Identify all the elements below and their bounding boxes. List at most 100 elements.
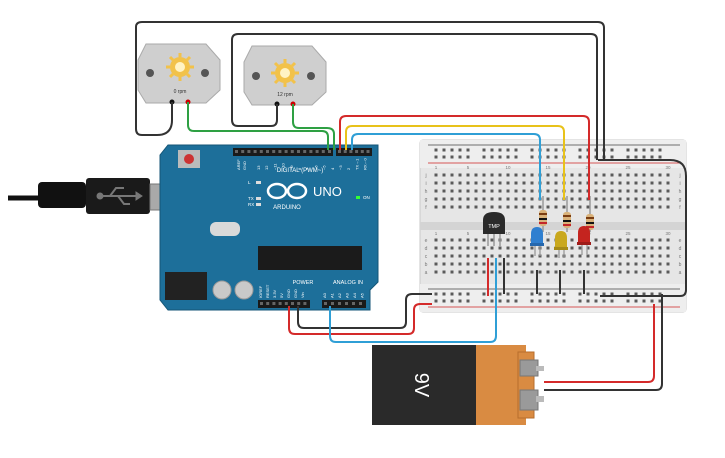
breadboard-hole[interactable] [642, 254, 646, 258]
breadboard-hole[interactable] [570, 181, 574, 185]
breadboard-hole[interactable] [514, 238, 518, 242]
breadboard-hole[interactable] [466, 254, 470, 258]
breadboard-hole[interactable] [650, 246, 654, 250]
rail-hole[interactable] [482, 155, 486, 159]
header-pin[interactable] [345, 302, 348, 305]
rail-hole[interactable] [442, 148, 446, 152]
breadboard-hole[interactable] [474, 262, 478, 266]
rail-hole[interactable] [466, 155, 470, 159]
breadboard-hole[interactable] [466, 197, 470, 201]
breadboard-hole[interactable] [578, 205, 582, 209]
header-pin[interactable] [272, 302, 276, 305]
breadboard-hole[interactable] [554, 254, 558, 258]
breadboard-hole[interactable] [458, 173, 462, 177]
rail-hole[interactable] [530, 148, 534, 152]
led-yellow[interactable] [554, 231, 568, 258]
breadboard-hole[interactable] [666, 181, 670, 185]
breadboard-hole[interactable] [578, 254, 582, 258]
rail-hole[interactable] [506, 292, 510, 296]
header-pin[interactable] [328, 150, 331, 153]
rail-hole[interactable] [546, 299, 550, 303]
header-pin[interactable] [266, 302, 270, 305]
breadboard-hole[interactable] [554, 189, 558, 193]
breadboard-hole[interactable] [506, 173, 510, 177]
header-pin[interactable] [297, 302, 301, 305]
rail-hole[interactable] [602, 299, 606, 303]
header-pin[interactable] [343, 150, 347, 153]
breadboard-hole[interactable] [594, 238, 598, 242]
breadboard-hole[interactable] [610, 205, 614, 209]
dc-motor-1[interactable]: 0 rpm [137, 43, 221, 105]
rail-hole[interactable] [538, 299, 542, 303]
breadboard-hole[interactable] [626, 205, 630, 209]
rail-hole[interactable] [434, 155, 438, 159]
rail-hole[interactable] [490, 292, 494, 296]
breadboard-hole[interactable] [506, 270, 510, 274]
breadboard-hole[interactable] [450, 189, 454, 193]
breadboard-hole[interactable] [570, 238, 574, 242]
breadboard-hole[interactable] [442, 238, 446, 242]
rail-hole[interactable] [458, 299, 462, 303]
rail-hole[interactable] [506, 148, 510, 152]
breadboard-hole[interactable] [618, 238, 622, 242]
rail-hole[interactable] [610, 155, 614, 159]
breadboard-hole[interactable] [570, 246, 574, 250]
arduino-uno-board[interactable]: ARDUINO UNO DIGITAL (PWM~) POWER ANALOG … [159, 144, 379, 311]
rail-hole[interactable] [658, 299, 662, 303]
breadboard-hole[interactable] [666, 262, 670, 266]
breadboard-hole[interactable] [434, 238, 438, 242]
breadboard-hole[interactable] [554, 205, 558, 209]
breadboard-hole[interactable] [490, 246, 494, 250]
breadboard-hole[interactable] [498, 181, 502, 185]
breadboard-hole[interactable] [602, 189, 606, 193]
breadboard-hole[interactable] [602, 254, 606, 258]
breadboard-hole[interactable] [642, 238, 646, 242]
breadboard-hole[interactable] [658, 181, 662, 185]
breadboard-hole[interactable] [530, 205, 534, 209]
breadboard-hole[interactable] [498, 189, 502, 193]
breadboard-hole[interactable] [642, 205, 646, 209]
rail-hole[interactable] [554, 292, 558, 296]
breadboard-hole[interactable] [546, 246, 550, 250]
breadboard-hole[interactable] [658, 205, 662, 209]
header-pin[interactable] [291, 302, 294, 305]
header-pin[interactable] [253, 150, 257, 153]
breadboard-hole[interactable] [458, 246, 462, 250]
breadboard-hole[interactable] [594, 197, 598, 201]
led-blue[interactable] [530, 227, 544, 256]
reset-button-cap[interactable] [184, 154, 194, 164]
rail-hole[interactable] [466, 148, 470, 152]
breadboard-hole[interactable] [482, 254, 486, 258]
rail-hole[interactable] [514, 292, 518, 296]
breadboard-hole[interactable] [538, 270, 542, 274]
rail-hole[interactable] [610, 292, 614, 296]
breadboard-hole[interactable] [602, 262, 606, 266]
breadboard-hole[interactable] [434, 205, 438, 209]
rail-hole[interactable] [530, 299, 534, 303]
breadboard-hole[interactable] [618, 173, 622, 177]
breadboard-hole[interactable] [642, 262, 646, 266]
breadboard-hole[interactable] [482, 262, 486, 266]
breadboard-hole[interactable] [594, 262, 598, 266]
breadboard-hole[interactable] [658, 197, 662, 201]
breadboard-hole[interactable] [570, 205, 574, 209]
rail-hole[interactable] [458, 292, 462, 296]
breadboard-hole[interactable] [498, 270, 502, 274]
breadboard-hole[interactable] [450, 246, 454, 250]
breadboard-hole[interactable] [594, 173, 598, 177]
breadboard-hole[interactable] [586, 254, 590, 258]
rail-hole[interactable] [482, 292, 486, 296]
breadboard-hole[interactable] [514, 189, 518, 193]
breadboard-hole[interactable] [498, 197, 502, 201]
rail-hole[interactable] [490, 155, 494, 159]
breadboard-hole[interactable] [634, 189, 638, 193]
rail-hole[interactable] [594, 292, 598, 296]
rail-hole[interactable] [634, 292, 638, 296]
breadboard-hole[interactable] [586, 246, 590, 250]
breadboard-hole[interactable] [626, 254, 630, 258]
breadboard-hole[interactable] [514, 173, 518, 177]
breadboard-hole[interactable] [458, 238, 462, 242]
breadboard-hole[interactable] [442, 246, 446, 250]
rail-hole[interactable] [434, 299, 438, 303]
breadboard-hole[interactable] [530, 246, 534, 250]
